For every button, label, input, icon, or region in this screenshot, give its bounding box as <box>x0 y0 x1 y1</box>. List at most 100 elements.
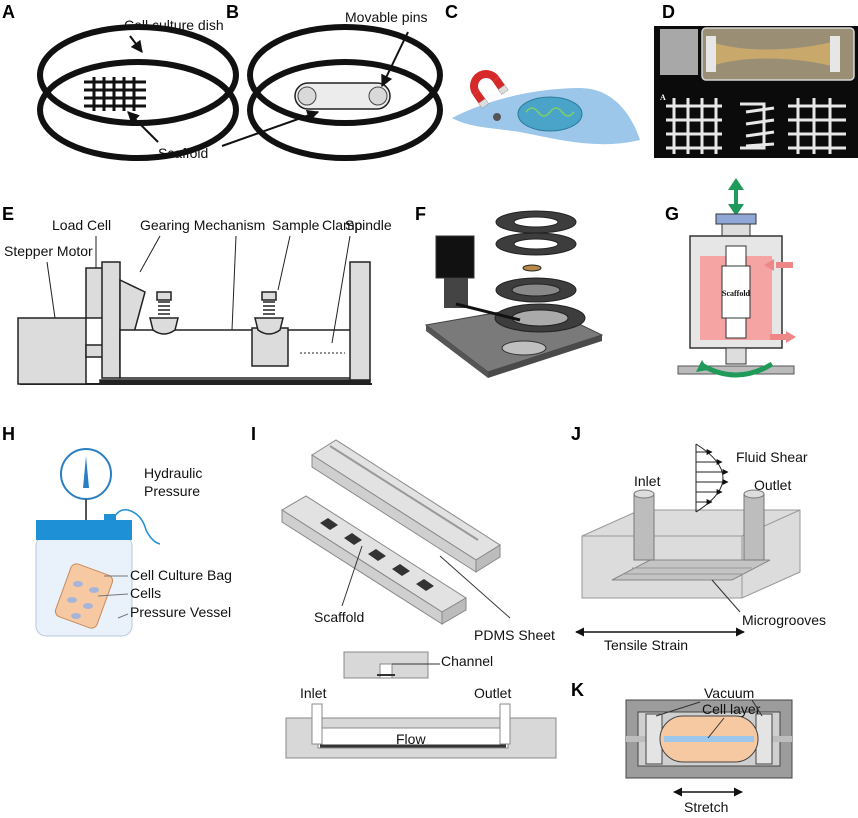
label-bag: Cell Culture Bag <box>130 567 232 583</box>
leader-grooves <box>711 579 741 613</box>
inflow-arrow <box>776 262 793 268</box>
nucleus-dna <box>525 107 575 117</box>
leader-vacuum-right <box>751 699 763 717</box>
label-vessel: Pressure Vessel <box>130 604 231 620</box>
top-fixture <box>715 213 757 225</box>
panel-letter-b: B <box>226 2 239 22</box>
scaffold-grid-a <box>84 77 146 111</box>
panel-f: F <box>415 204 604 378</box>
label-flow: Flow <box>396 731 426 747</box>
scaffold-b <box>294 82 391 110</box>
panel-i: I Scaffold PDMS Sheet Channel <box>251 424 557 759</box>
stepper-motor-f <box>435 235 475 279</box>
label-tensile-strain: Tensile Strain <box>604 637 688 653</box>
arrow-scaffold-b <box>221 109 320 147</box>
outlet-tube <box>743 493 765 561</box>
panel-d: D A <box>654 2 858 158</box>
cell-culture-bag <box>54 563 114 629</box>
leader-vacuum-left <box>655 701 701 717</box>
gauge-needle <box>83 456 89 488</box>
cell-nucleus <box>517 96 583 132</box>
panel-k: K Cell layer Vacuum Stretch <box>571 680 793 815</box>
inlet-top <box>633 489 655 499</box>
panel-letter-g: G <box>665 204 679 224</box>
label-sample: Sample <box>272 217 320 233</box>
base-plate-side <box>426 325 488 378</box>
outlet-top <box>743 489 765 499</box>
panel-a: A Cell culture dish <box>2 2 239 161</box>
photo-post-left <box>706 36 716 72</box>
label-outlet-j: Outlet <box>754 477 791 493</box>
outflow-head <box>786 331 796 343</box>
label-inlet-j: Inlet <box>634 473 661 489</box>
label-scaffold-ab: Scaffold <box>158 145 208 161</box>
panel-e: E Load Cell Gearing Mechanism Sample Cla… <box>2 204 392 385</box>
label-hydraulic-2: Pressure <box>144 483 200 499</box>
photo-post-right <box>830 36 840 72</box>
outlet-port <box>499 703 511 745</box>
label-pdms: PDMS Sheet <box>474 627 555 643</box>
stacked-rings <box>494 210 586 333</box>
panel-b: B Movable pins Scaffold <box>158 2 443 161</box>
pin-left <box>297 86 317 106</box>
panel-letter-e: E <box>2 204 14 224</box>
culture-dish-b <box>247 24 443 161</box>
leader-pdms <box>439 555 511 619</box>
torsion-head <box>696 360 708 372</box>
chip-block <box>581 509 801 599</box>
label-movable-pins: Movable pins <box>345 9 428 25</box>
torsion-arrow <box>698 361 774 378</box>
panel-letter-c: C <box>445 2 458 22</box>
inlet-port <box>311 703 323 745</box>
arrow-scaffold-a <box>127 111 159 143</box>
base-plate-front <box>488 335 602 378</box>
panel-letter-f: F <box>415 204 426 224</box>
panel-letter-i: I <box>251 424 256 444</box>
label-scaffold-g: Scaffold <box>722 289 751 298</box>
panel-g: G Scaffold <box>665 178 796 378</box>
inflow-head <box>764 259 774 271</box>
scaffold-sheet <box>281 495 467 625</box>
clamp-right <box>254 291 284 335</box>
panel-j: J Inlet Outlet Fluid Shear Microgrooves … <box>571 424 826 653</box>
microgrooves <box>611 559 771 581</box>
label-scaffold-i: Scaffold <box>314 609 364 625</box>
panel-letter-j: J <box>571 424 581 444</box>
vessel-lid <box>36 520 132 540</box>
fluid-shear-profile <box>695 443 729 513</box>
pin-right <box>368 86 388 106</box>
label-microgrooves: Microgrooves <box>742 612 826 628</box>
upper-grip <box>725 245 747 267</box>
label-cells: Cells <box>130 585 161 601</box>
magnetic-bead <box>493 113 501 121</box>
leader-lines-e <box>46 235 351 344</box>
cell-layer <box>664 736 754 742</box>
label-hydraulic-1: Hydraulic <box>144 465 202 481</box>
axial-arrow-head-up <box>728 178 744 190</box>
bottom-shaft <box>725 347 747 365</box>
label-gearing: Gearing Mechanism <box>140 217 265 233</box>
motor-shaft-f <box>444 278 468 308</box>
photo-tissue <box>712 42 832 66</box>
base-hole <box>501 340 547 356</box>
label-clamp: Clamp <box>322 217 363 233</box>
tensile-rig <box>17 261 372 385</box>
label-channel: Channel <box>441 653 493 669</box>
label-cell-culture-dish: Cell culture dish <box>124 17 224 33</box>
leader-scaffold-i <box>341 545 363 607</box>
photo-inset-letter: A <box>660 93 666 102</box>
photo-slide-label <box>660 29 698 75</box>
panel-h: H Hydraulic Pressure Cell Culture Bag Ce… <box>2 424 232 637</box>
panel-letter-k: K <box>571 680 584 700</box>
arrow-pins <box>381 31 409 88</box>
axial-arrow-head-down <box>728 204 744 216</box>
label-load-cell: Load Cell <box>52 217 111 233</box>
top-collar <box>721 223 751 237</box>
label-fluid-shear: Fluid Shear <box>736 449 808 465</box>
leader-lines-h <box>97 575 129 619</box>
inlet-tube <box>633 493 655 561</box>
lower-grip <box>725 317 747 339</box>
panel-letter-a: A <box>2 2 15 22</box>
panel-letter-h: H <box>2 424 15 444</box>
